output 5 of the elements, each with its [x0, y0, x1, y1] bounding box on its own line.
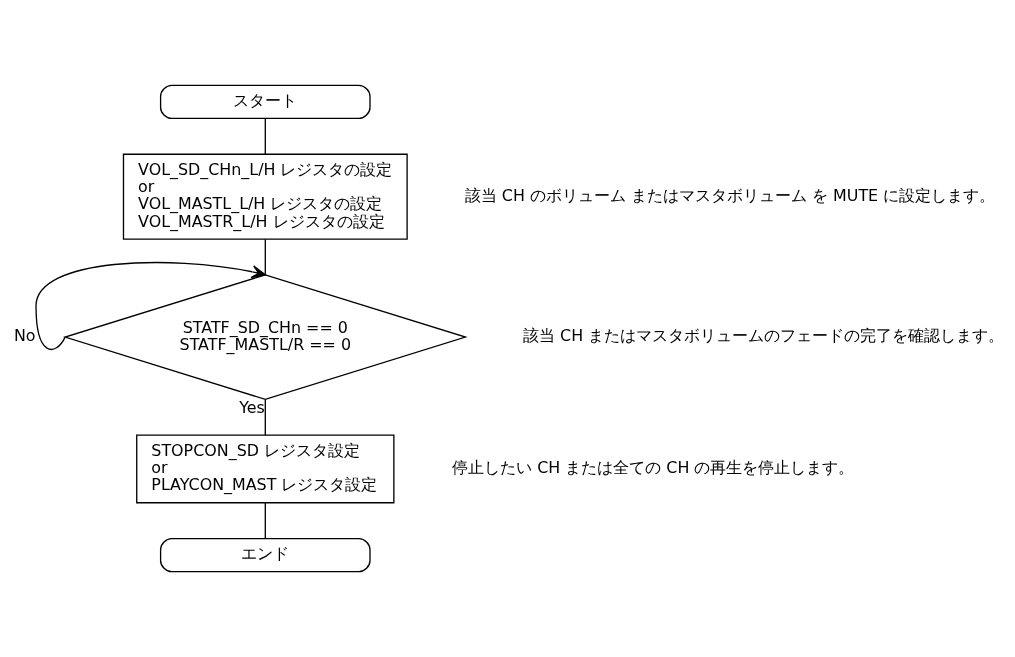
edge-label: Yes — [239, 398, 265, 418]
node-label: 該当 CH またはマスタボリュームのフェードの完了を確認します。 — [523, 326, 1005, 346]
node-label: 停止したい CH または全ての CH の再生を停止します。 — [452, 458, 855, 478]
edge-label: No — [13, 326, 36, 346]
node-label: 該当 CH のボリューム またはマスタボリューム を MUTE に設定します。 — [464, 185, 996, 205]
